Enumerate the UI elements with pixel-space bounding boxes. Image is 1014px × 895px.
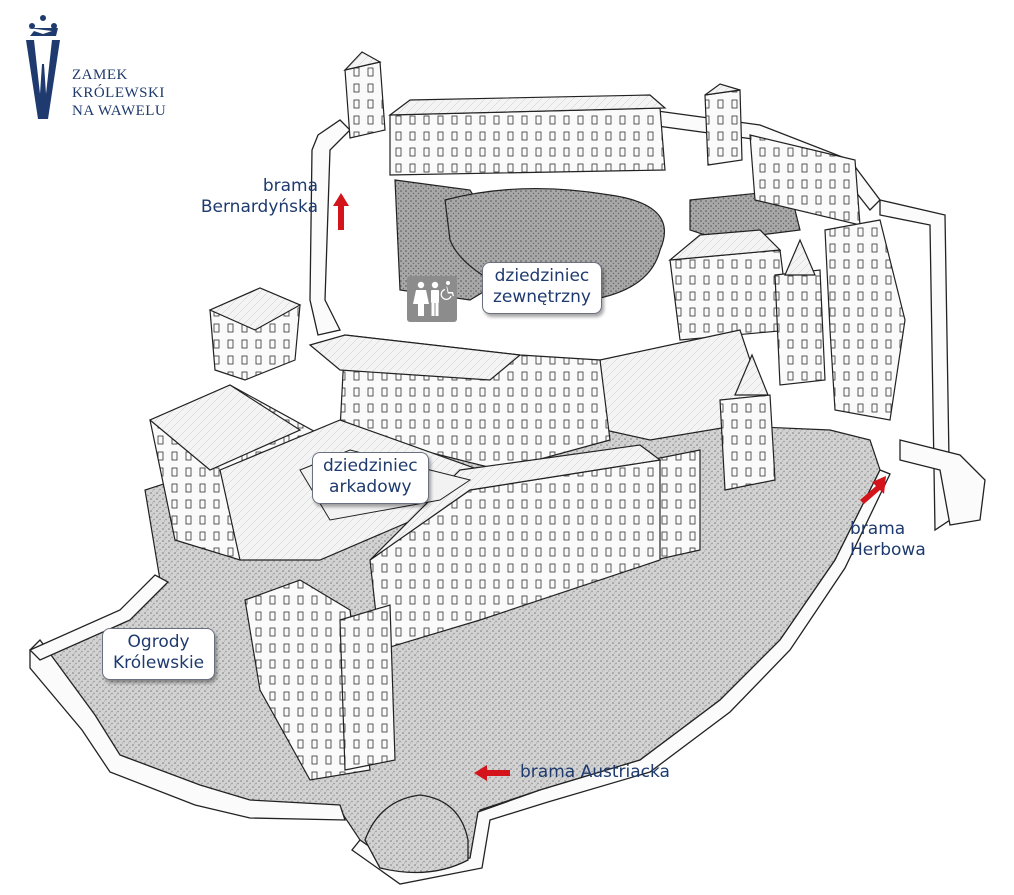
label-arcaded-courtyard-line-2: arkadowy: [329, 477, 412, 497]
gate-label-herbowa: brama Herbowa: [850, 519, 926, 561]
logo-line-2: KRÓLEWSKI: [72, 85, 165, 101]
north-buildings: [343, 51, 861, 226]
gate-label-bernardynska: brama Bernardyńska: [200, 176, 318, 218]
restroom-accessible-icon[interactable]: [407, 276, 457, 322]
cathedral-complex: [599, 219, 906, 561]
gate-austriacka-text: brama Austriacka: [520, 762, 670, 782]
red-arrow-icon: [333, 193, 886, 781]
label-royal-gardens: Ogrody Królewskie: [102, 628, 216, 680]
label-outer-courtyard-line-1: dziedziniec: [494, 266, 590, 286]
restroom-figures-icon: [413, 281, 454, 316]
gate-bernardynska-line-1: brama: [262, 176, 318, 196]
logo-line-1: ZAMEK: [72, 67, 128, 83]
label-arcaded-courtyard-line-1: dziedziniec: [323, 456, 418, 476]
logo-line-3: NA WAWELU: [72, 103, 167, 119]
crowned-w-logo: [26, 15, 60, 119]
gate-bernardynska-line-2: Bernardyńska: [200, 197, 318, 217]
label-outer-courtyard: dziedziniec zewnętrzny: [482, 262, 602, 314]
gate-herbowa-line-1: brama: [850, 519, 906, 539]
label-royal-gardens-line-1: Ogrody: [127, 632, 190, 652]
label-arcaded-courtyard: dziedziniec arkadowy: [312, 452, 429, 504]
label-royal-gardens-line-2: Królewskie: [113, 653, 205, 673]
logo-text: ZAMEK KRÓLEWSKI NA WAWELU: [72, 66, 166, 120]
gate-herbowa-line-2: Herbowa: [850, 540, 926, 560]
label-outer-courtyard-line-2: zewnętrzny: [493, 287, 591, 307]
outer-walls: [28, 109, 986, 885]
gate-label-austriacka: brama Austriacka: [520, 762, 670, 783]
